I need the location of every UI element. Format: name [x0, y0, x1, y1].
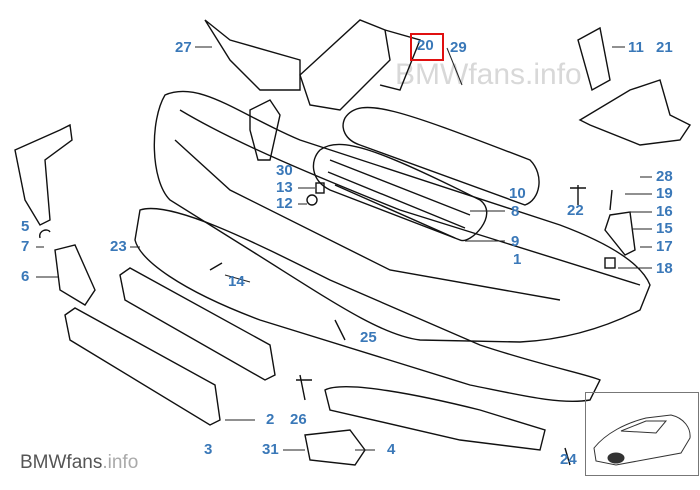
- part-bracket-21: [578, 79, 692, 146]
- callout-5[interactable]: 5: [21, 218, 30, 235]
- part-6: [54, 244, 96, 306]
- callout-18[interactable]: 18: [656, 260, 673, 277]
- vehicle-location-inset: [585, 392, 699, 476]
- part-bumper-cover: [153, 90, 651, 343]
- part-bracket-27: [204, 19, 301, 91]
- callout-13[interactable]: 13: [276, 179, 293, 196]
- callout-4[interactable]: 4: [387, 441, 396, 458]
- car-outline-icon: [593, 414, 691, 466]
- highlight-box: [410, 33, 444, 61]
- callout-23[interactable]: 23: [110, 238, 127, 255]
- part-air-duct-20: [299, 19, 391, 111]
- part-7: [39, 229, 51, 239]
- part-31: [304, 429, 366, 466]
- callout-1[interactable]: 1: [513, 251, 522, 268]
- part-cover-11: [577, 26, 611, 92]
- part-30: [249, 99, 281, 161]
- callout-14[interactable]: 14: [228, 273, 245, 290]
- part-spoiler-23: [134, 207, 601, 403]
- callout-6[interactable]: 6: [21, 268, 30, 285]
- part-reinforcement-2: [119, 267, 276, 381]
- callout-9[interactable]: 9: [511, 233, 520, 250]
- callout-17[interactable]: 17: [656, 238, 673, 255]
- callout-22[interactable]: 22: [567, 202, 584, 219]
- watermark-logo: BMWfans.info: [20, 452, 139, 473]
- callout-27[interactable]: 27: [175, 39, 192, 56]
- callout-31[interactable]: 31: [262, 441, 279, 458]
- callout-25[interactable]: 25: [360, 329, 377, 346]
- watermark-top: BMWfans.info: [395, 58, 582, 91]
- callout-8[interactable]: 8: [511, 203, 520, 220]
- callout-12[interactable]: 12: [276, 195, 293, 212]
- callout-21[interactable]: 21: [656, 39, 673, 56]
- callout-11[interactable]: 11: [628, 39, 644, 56]
- callout-10[interactable]: 10: [509, 185, 526, 202]
- callout-19[interactable]: 19: [656, 185, 673, 202]
- part-lip-4: [324, 386, 546, 451]
- callout-16[interactable]: 16: [656, 203, 673, 220]
- callout-20[interactable]: 20: [417, 37, 434, 54]
- callout-26[interactable]: 26: [290, 411, 307, 428]
- callout-15[interactable]: 15: [656, 220, 673, 237]
- part-grille-8: [312, 143, 488, 242]
- part-grille-29: [342, 106, 540, 206]
- part-reinforcement-3: [64, 307, 221, 426]
- part-trim-5: [14, 123, 73, 226]
- callout-7[interactable]: 7: [21, 238, 30, 255]
- callout-28[interactable]: 28: [656, 168, 673, 185]
- callout-2[interactable]: 2: [266, 411, 275, 428]
- callout-29[interactable]: 29: [450, 39, 467, 56]
- callout-3[interactable]: 3: [204, 441, 213, 458]
- callout-30[interactable]: 30: [276, 162, 293, 179]
- callout-24[interactable]: 24: [560, 451, 577, 468]
